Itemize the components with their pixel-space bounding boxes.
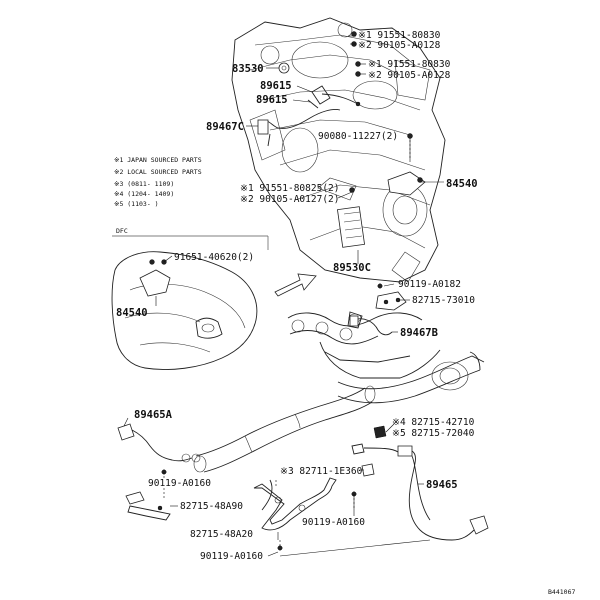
exhaust-pipe-main: [337, 351, 485, 404]
diagram-reference: B441067: [548, 588, 575, 596]
exhaust-manifold: [287, 311, 441, 379]
pointer-arrow: [274, 273, 317, 297]
label-91551-80830-a: ※1 91551-80830: [358, 30, 441, 41]
note-5: ※5 (1103- ): [114, 200, 159, 208]
label-89530c: 89530C: [333, 262, 371, 274]
sensor-89465a: [117, 423, 201, 463]
clip-82715-42710: [373, 425, 387, 439]
note-1: ※1 JAPAN SOURCED PARTS: [114, 156, 202, 164]
label-90105-a0127: ※2 90105-A0127(2): [240, 194, 339, 205]
label-84540-inset: 84540: [116, 307, 148, 319]
label-89615-a: 89615: [260, 80, 292, 92]
label-91651-40620: 91651-40620(2): [174, 252, 254, 263]
bolts-upper: [349, 31, 423, 193]
label-82715-72040: ※5 82715-72040: [392, 428, 475, 439]
label-84540-main: 84540: [446, 178, 478, 190]
label-82715-42710: ※4 82715-42710: [392, 417, 475, 428]
label-82715-48a90: 82715-48A90: [180, 501, 243, 512]
part-labels: ※1 91551-80830 ※2 90105-A0128 83530 ※1 9…: [116, 30, 575, 596]
label-89465: 89465: [426, 479, 458, 491]
label-90119-a0160-a: 90119-A0160: [148, 478, 211, 489]
sensor-cable-89467b: [349, 315, 393, 336]
oxygen-sensor-89615: [278, 62, 361, 109]
inset-dfc: DFC: [111, 227, 269, 370]
note-4: ※4 (1204- 1409): [114, 190, 174, 198]
label-89467b: 89467B: [400, 327, 438, 339]
label-90119-a0160-b: 90119-A0160: [302, 517, 365, 528]
label-83530: 83530: [232, 63, 264, 75]
note-2: ※2 LOCAL SOURCED PARTS: [114, 168, 202, 176]
leader-lines: [123, 35, 444, 557]
bracket-82715-48a20: [253, 477, 337, 531]
label-91551-80825: ※1 91551-80825(2): [240, 183, 339, 194]
label-89465a: 89465A: [134, 409, 173, 421]
label-90105-a0128-a: ※2 90105-A0128: [358, 40, 441, 51]
notes-block: ※1 JAPAN SOURCED PARTS ※2 LOCAL SOURCED …: [114, 156, 202, 208]
label-89615-b: 89615: [256, 94, 288, 106]
inset-label: DFC: [116, 227, 128, 235]
note-3: ※3 (0811- 1109): [114, 180, 174, 188]
label-82715-73010: 82715-73010: [412, 295, 475, 306]
label-90080-11227: 90080-11227(2): [318, 131, 398, 142]
label-82711-1e360: ※3 82711-1E360: [280, 466, 363, 477]
engine-assembly: [231, 17, 446, 283]
sensor-cable-89467c: [257, 109, 341, 147]
bracket-82715-73010: [375, 291, 407, 311]
bracket-82715-48a90: [125, 491, 171, 521]
label-90105-a0128-b: ※2 90105-A0128: [368, 70, 451, 81]
clip-82711-1e360: [361, 463, 375, 477]
label-82715-48a20: 82715-48A20: [190, 529, 253, 540]
front-exhaust-pipe: [193, 385, 376, 473]
label-90119-a0160-c: 90119-A0160: [200, 551, 263, 562]
label-90119-a0182: 90119-A0182: [398, 279, 461, 290]
sensor-89465: [351, 443, 489, 541]
label-91551-80830-b: ※1 91551-80830: [368, 59, 451, 70]
label-89467c: 89467C: [206, 121, 244, 133]
